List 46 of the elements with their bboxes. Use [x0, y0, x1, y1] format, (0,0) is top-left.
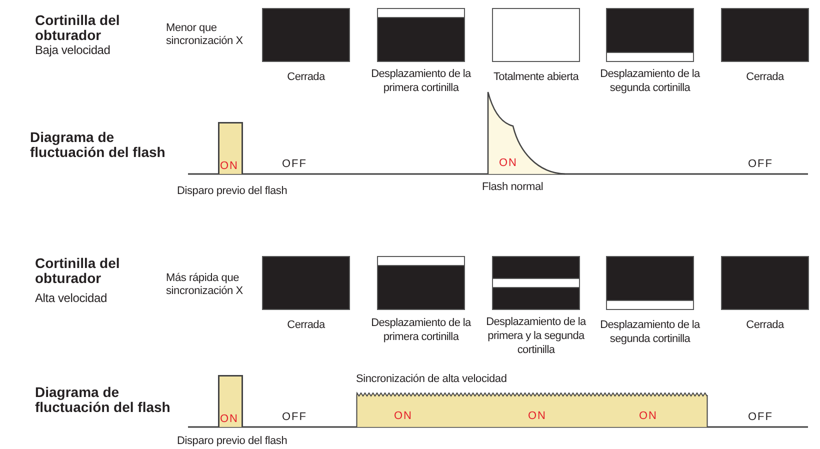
shutter-frame	[606, 8, 694, 62]
state-label: ON	[639, 410, 658, 422]
shutter-frame	[492, 8, 580, 62]
speed-note: Alta velocidad	[35, 292, 108, 305]
frame-caption: Desplazamiento de la segunda cortinilla	[599, 318, 702, 346]
state-label: ON	[528, 410, 546, 422]
section-heading: Diagrama de fluctuación del flash	[35, 385, 172, 415]
frame-caption: Cerrada	[745, 70, 786, 84]
high-speed-sync-band	[356, 393, 708, 427]
event-label: Sincronización de alta velocidad	[356, 373, 508, 386]
flash-pulse	[218, 122, 243, 174]
shutter-frame	[606, 256, 694, 310]
state-label: OFF	[282, 158, 308, 171]
state-label: ON	[220, 160, 238, 172]
shutter-frame	[262, 8, 350, 62]
shutter-frame	[377, 8, 465, 62]
frame-caption: Cerrada	[286, 318, 326, 332]
shutter-speed-note: Más rápida que sincronización X	[166, 272, 244, 298]
shutter-frame	[492, 256, 580, 310]
state-label: ON	[499, 157, 518, 169]
frame-caption: Totalmente abierta	[492, 70, 580, 84]
frame-caption: Desplazamiento de la primera cortinilla	[370, 67, 472, 95]
state-label: OFF	[282, 411, 308, 424]
frame-caption: Cerrada	[286, 70, 326, 84]
shutter-frame	[721, 256, 809, 310]
flash-pulse	[218, 375, 243, 427]
state-label: ON	[394, 410, 412, 422]
frame-caption: Desplazamiento de la segunda cortinilla	[599, 67, 702, 95]
state-label: OFF	[748, 411, 774, 424]
shutter-speed-note: Menor que sincronización X	[166, 22, 244, 48]
section-heading: Cortinilla del obturador	[35, 256, 121, 286]
frame-caption: Desplazamiento de la primera cortinilla	[370, 316, 472, 344]
section-heading: Diagrama de fluctuación del flash	[30, 130, 166, 160]
event-label: Flash normal	[482, 181, 544, 194]
state-label: ON	[220, 413, 238, 425]
frame-caption: Cerrada	[745, 318, 786, 332]
speed-note: Baja velocidad	[35, 44, 112, 57]
shutter-frame	[262, 256, 350, 310]
shutter-frame	[721, 8, 809, 62]
event-label: Disparo previo del flash	[177, 435, 288, 448]
section-heading: Cortinilla del obturador	[35, 13, 121, 43]
frame-caption: Desplazamiento de la primera y la segunda cortinilla	[485, 315, 588, 357]
shutter-frame	[377, 256, 465, 310]
event-label: Disparo previo del flash	[177, 185, 288, 198]
state-label: OFF	[748, 158, 774, 171]
flash-decay-curve	[487, 91, 567, 175]
